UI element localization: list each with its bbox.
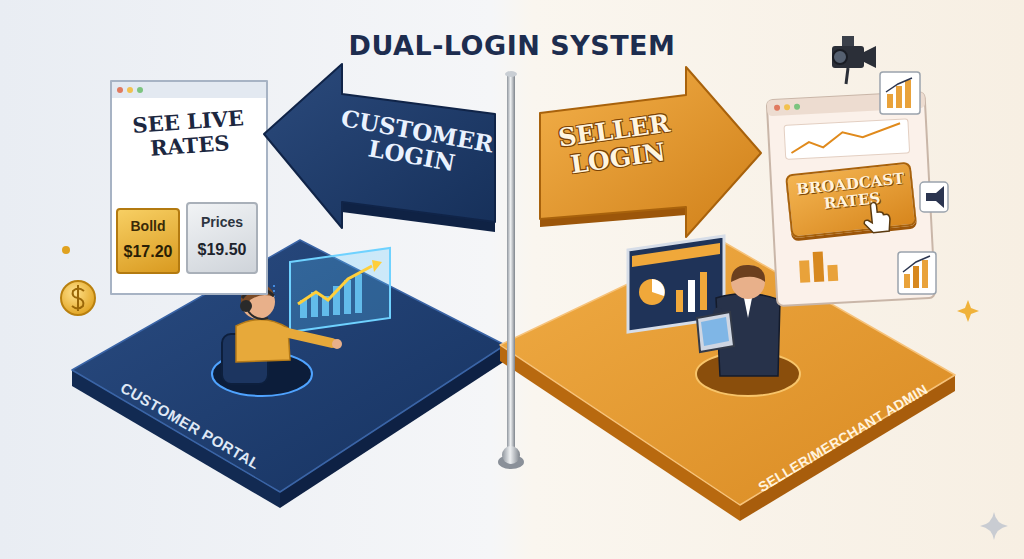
- camera-icon: [864, 46, 876, 68]
- login-arrow: CUSTOMER LOGIN: [262, 62, 497, 234]
- tile-label: Prices: [188, 214, 256, 231]
- login-arrow: SELLER LOGIN: [538, 65, 763, 243]
- customer-agent: [240, 300, 252, 312]
- browser-window: SEE LIVE RATES Bolld $17.20 Prices $19.50: [110, 80, 268, 295]
- customer-agent: [298, 266, 372, 304]
- seller-admin: [688, 280, 695, 312]
- admin-browser-window: [784, 119, 910, 159]
- megaphone-icon: [920, 182, 948, 212]
- admin-browser-window: [767, 92, 936, 306]
- sparkle-icon: [980, 512, 1008, 540]
- chart-card: [896, 86, 902, 108]
- browser-window-face: [127, 87, 133, 93]
- window-heading: SEE LIVE RATES: [116, 105, 261, 163]
- login-arrow-face: [540, 67, 761, 237]
- chart-card: [898, 252, 936, 294]
- seller-admin: [700, 272, 707, 310]
- chart-card: [880, 72, 920, 114]
- customer-agent: [372, 260, 382, 272]
- action-button: BROADCAST RATES: [785, 162, 917, 239]
- admin-browser-window: [767, 92, 936, 306]
- tile-label: Bolld: [118, 218, 178, 235]
- camera-icon: [842, 36, 854, 46]
- seller-admin: [676, 290, 683, 312]
- customer-agent: [332, 339, 342, 349]
- admin-platform-face: [500, 240, 955, 505]
- price-value: $19.50: [188, 240, 256, 259]
- divider-pole: [505, 71, 517, 77]
- browser-window-face: [112, 82, 266, 98]
- customer-agent: [344, 280, 351, 314]
- price-tile: Prices $19.50: [186, 202, 258, 274]
- seller-admin: [701, 317, 729, 346]
- chart-card: [913, 266, 919, 288]
- camera-icon: [846, 68, 848, 84]
- seller-admin: [697, 312, 734, 352]
- seller-admin: [744, 298, 752, 318]
- chart-card: [903, 256, 930, 272]
- seller-admin: [652, 279, 665, 296]
- price-tile: Bolld $17.20: [116, 208, 180, 274]
- divider-pole: [498, 71, 524, 469]
- sparkle-icon: [957, 300, 979, 322]
- divider-pole: [502, 446, 520, 464]
- megaphone-icon: [926, 186, 944, 208]
- chart-card: [880, 72, 920, 114]
- admin-browser-window: [799, 260, 810, 282]
- sparkle-icon: [957, 300, 1008, 540]
- chart-card: [886, 78, 912, 92]
- admin-browser-window: [790, 123, 901, 153]
- divider-pole: [507, 74, 515, 458]
- portal-platform-face: [72, 240, 505, 492]
- admin-browser-window: [827, 265, 838, 282]
- admin-browser-window: [794, 103, 800, 109]
- coin-icon: [62, 246, 70, 254]
- browser-window-face: [117, 87, 123, 93]
- seller-admin: [639, 279, 665, 305]
- customer-agent: [355, 274, 362, 313]
- customer-agent: [290, 248, 390, 332]
- admin-browser-window: [774, 105, 780, 111]
- seller-admin: [731, 265, 765, 299]
- diagram-title: DUAL-LOGIN SYSTEM: [0, 30, 1024, 61]
- customer-agent: [236, 319, 290, 362]
- button-label: BROADCAST RATES: [792, 170, 911, 216]
- chart-card: [905, 80, 911, 108]
- chart-card: [898, 252, 936, 294]
- chart-card: [922, 260, 928, 288]
- chart-card: [887, 94, 893, 108]
- seller-admin: [632, 243, 720, 267]
- camera-icon: [832, 36, 876, 84]
- coin-icon: [61, 281, 95, 315]
- login-arrow-face: [264, 64, 495, 228]
- browser-window-face: [137, 87, 143, 93]
- camera-icon: [832, 46, 864, 68]
- price-value: $17.20: [118, 242, 178, 261]
- browser-window-face: [111, 81, 267, 294]
- chart-card: [904, 274, 910, 288]
- admin-browser-window: [813, 252, 825, 282]
- camera-icon: [833, 50, 847, 64]
- admin-browser-window: [784, 104, 790, 110]
- coin-icon: [72, 285, 84, 311]
- megaphone-icon: [920, 182, 948, 212]
- coin-icon: [61, 246, 95, 315]
